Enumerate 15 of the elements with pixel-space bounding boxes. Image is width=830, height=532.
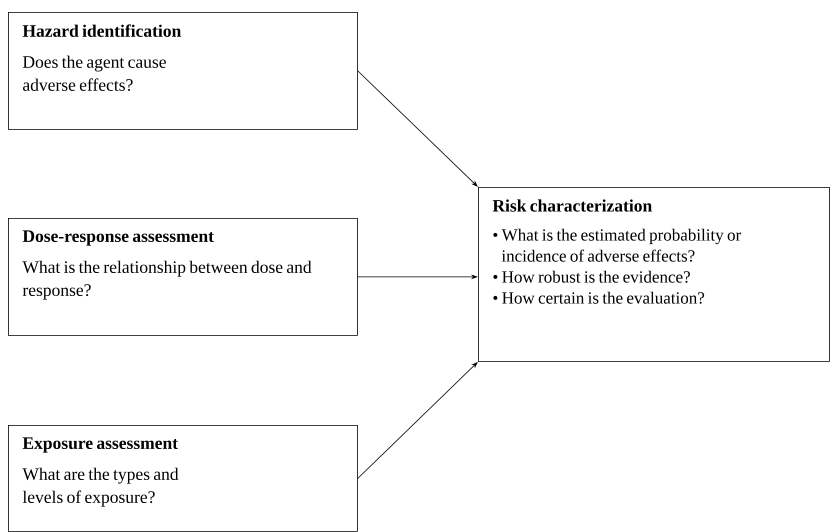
bullet-item: • How certain is the evaluation? xyxy=(493,292,704,304)
bullet-item: • What is the estimated probability or incidence of adverse effects? xyxy=(493,228,742,262)
heading: Dose-response assessment xyxy=(22,230,214,246)
text-box xyxy=(8,424,358,532)
question-text: Does the agent cause adverse effects? xyxy=(22,56,166,91)
question-text: What are the types and levels of exposure? xyxy=(22,468,178,507)
heading: Exposure assessment xyxy=(22,437,178,453)
text-box xyxy=(8,12,358,130)
question-text: What is the relationship between dose and response? xyxy=(22,260,312,300)
heading: Risk characterization xyxy=(492,199,652,212)
heading: Hazard identification xyxy=(22,24,182,37)
arrow xyxy=(357,70,478,187)
text-box xyxy=(8,218,358,336)
bullet-item: • How robust is the evidence? xyxy=(493,270,690,283)
text-box xyxy=(478,186,830,362)
